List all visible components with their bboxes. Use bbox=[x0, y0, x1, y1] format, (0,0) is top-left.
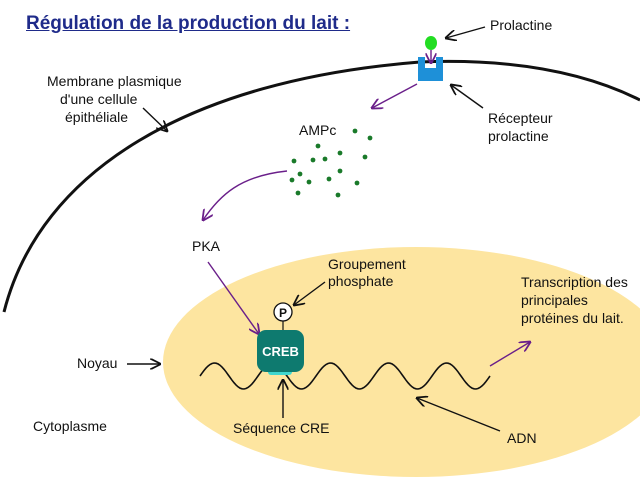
ampc-dot bbox=[354, 180, 360, 186]
label-noyau: Noyau bbox=[77, 355, 118, 371]
ampc-dot bbox=[310, 157, 316, 163]
label-groupement-line-2: phosphate bbox=[328, 273, 394, 289]
ampc-dot bbox=[337, 168, 343, 174]
label-membrane-line-1: Membrane plasmique bbox=[47, 73, 182, 89]
label-groupement-line-1: Groupement bbox=[328, 256, 406, 272]
prolactine-pointer bbox=[446, 26, 486, 38]
groupement-pointer bbox=[294, 281, 326, 305]
ampc-dot bbox=[295, 190, 301, 196]
label-transcription-line-1: Transcription des bbox=[521, 274, 628, 290]
cell-membrane bbox=[2, 59, 640, 313]
label-cytoplasme: Cytoplasme bbox=[33, 418, 107, 434]
ampc-molecules bbox=[289, 128, 373, 198]
label-membrane-line-3: épithéliale bbox=[65, 109, 129, 125]
ampc-dot bbox=[289, 177, 295, 183]
label-transcription-line-2: principales bbox=[521, 292, 588, 308]
ampc-dot bbox=[367, 135, 373, 141]
phosphate-group bbox=[273, 302, 293, 322]
ampc-dot bbox=[352, 128, 358, 134]
phosphate-p-label: P bbox=[279, 306, 287, 320]
label-transcription-line-3: protéines du lait. bbox=[521, 310, 624, 326]
ampc-dot bbox=[337, 150, 343, 156]
ampc-dot bbox=[362, 154, 368, 160]
diagram-title: Régulation de la production du lait : bbox=[26, 13, 351, 34]
receptor-to-ampc-arrow bbox=[372, 83, 418, 108]
pka-to-creb-arrow bbox=[207, 261, 259, 334]
label-recepteur-line-2: prolactine bbox=[488, 128, 549, 144]
adn-pointer bbox=[417, 398, 501, 432]
label-prolactine: Prolactine bbox=[490, 17, 553, 33]
ampc-dot bbox=[306, 179, 312, 185]
label-sequence-cre: Séquence CRE bbox=[233, 420, 330, 436]
ampc-dot bbox=[291, 158, 297, 164]
prolactin-receptor bbox=[418, 57, 443, 81]
creb-protein bbox=[257, 330, 304, 372]
label-pka: PKA bbox=[192, 238, 221, 254]
ampc-to-pka-arrow bbox=[203, 170, 288, 220]
label-membrane-line-2: d'une cellule bbox=[60, 91, 138, 107]
prolactin-molecule bbox=[425, 36, 437, 50]
ampc-dot bbox=[315, 143, 321, 149]
recepteur-pointer bbox=[451, 85, 484, 109]
dna-strand bbox=[199, 362, 491, 390]
membrane-pointer bbox=[142, 107, 167, 131]
dna-to-transcription-arrow bbox=[489, 342, 530, 367]
label-ampc: AMPc bbox=[299, 122, 337, 138]
label-adn: ADN bbox=[507, 430, 537, 446]
ampc-dot bbox=[297, 171, 303, 177]
label-recepteur-line-1: Récepteur bbox=[488, 110, 553, 126]
ampc-dot bbox=[335, 192, 341, 198]
ampc-dot bbox=[326, 176, 332, 182]
creb-label: CREB bbox=[262, 344, 299, 359]
ampc-dot bbox=[322, 156, 328, 162]
